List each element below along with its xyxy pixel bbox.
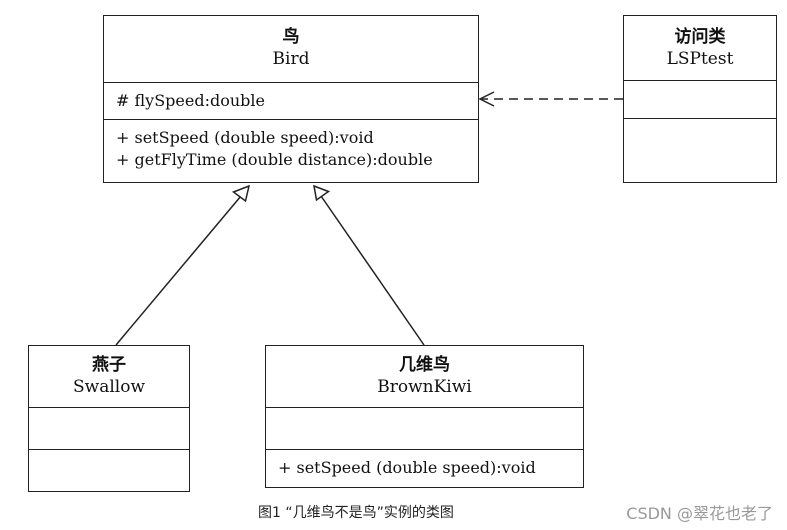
class-bird-attribute: # flySpeed:double — [116, 91, 265, 110]
class-swallow-attributes — [29, 408, 189, 450]
class-bird-name-cn: 鸟 — [282, 27, 300, 47]
class-swallow-name-section: 燕子 Swallow — [29, 346, 189, 408]
class-swallow: 燕子 Swallow — [28, 345, 190, 492]
class-bird-operation: + getFlyTime (double distance):double — [116, 150, 433, 169]
class-lsptest-attributes — [624, 81, 776, 119]
figure-caption: 图1 “几维鸟不是鸟”实例的类图 — [258, 505, 454, 521]
class-swallow-name-cn: 燕子 — [92, 355, 126, 375]
inheritance-arrowhead-swallow — [231, 184, 251, 203]
class-brownkiwi: 几维鸟 BrownKiwi + setSpeed (double speed):… — [265, 345, 584, 488]
class-bird-operation: + setSpeed (double speed):void — [116, 128, 374, 147]
class-lsptest-name-section: 访问类 LSPtest — [624, 16, 776, 81]
dependency-arrowhead — [478, 91, 495, 107]
class-brownkiwi-operations: + setSpeed (double speed):void — [266, 450, 583, 479]
class-lsptest: 访问类 LSPtest — [623, 15, 777, 183]
class-bird-attributes: # flySpeed:double — [104, 83, 478, 120]
class-lsptest-name-en: LSPtest — [666, 49, 734, 69]
class-brownkiwi-name-en: BrownKiwi — [377, 377, 472, 397]
inheritance-line-brownkiwi — [320, 195, 425, 346]
class-bird-operations: + setSpeed (double speed):void + getFlyT… — [104, 120, 478, 171]
class-brownkiwi-name-section: 几维鸟 BrownKiwi — [266, 346, 583, 408]
class-swallow-name-en: Swallow — [73, 377, 145, 397]
class-bird-name-en: Bird — [272, 49, 310, 69]
class-bird-name-section: 鸟 Bird — [104, 16, 478, 83]
class-brownkiwi-name-cn: 几维鸟 — [399, 355, 450, 375]
class-lsptest-name-cn: 访问类 — [674, 27, 726, 47]
inheritance-arrowhead-brownkiwi — [313, 184, 331, 202]
inheritance-line-swallow — [115, 195, 242, 346]
watermark: CSDN @翠花也老了 — [626, 504, 773, 523]
class-bird: 鸟 Bird # flySpeed:double + setSpeed (dou… — [103, 15, 479, 183]
class-brownkiwi-operation: + setSpeed (double speed):void — [278, 458, 536, 477]
class-brownkiwi-attributes — [266, 408, 583, 450]
